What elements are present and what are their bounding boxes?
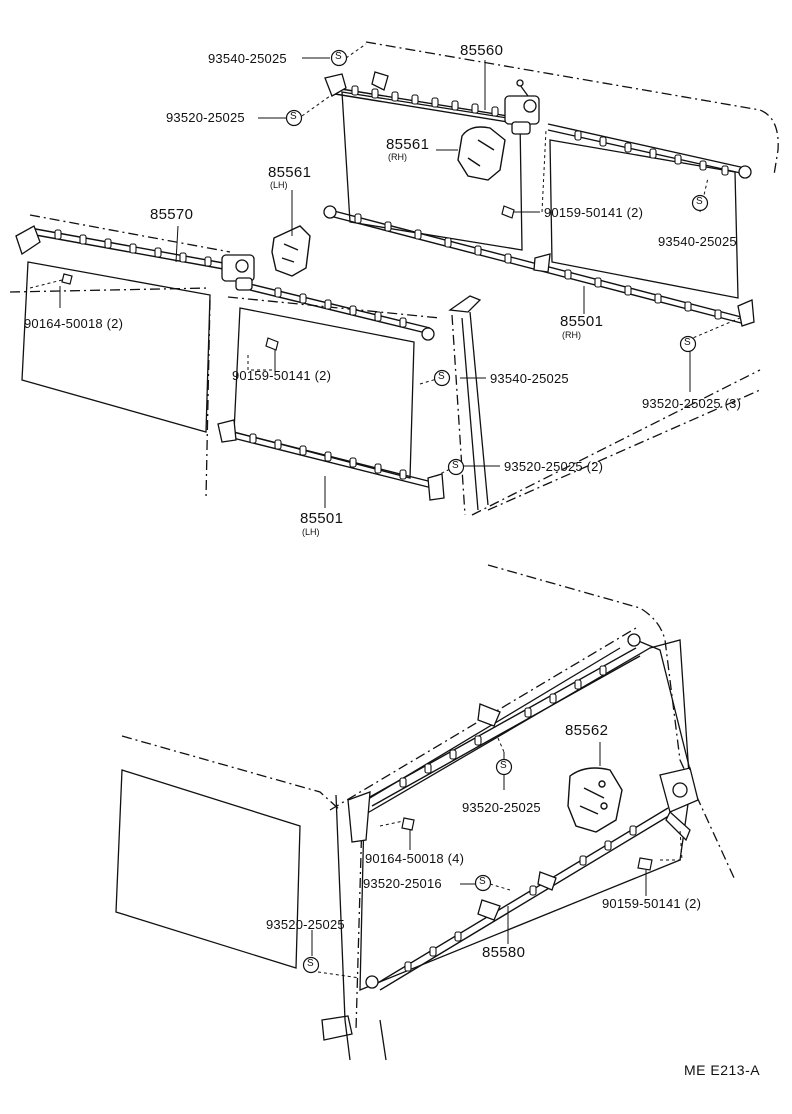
- end-clips-top: [324, 71, 752, 179]
- seal-symbol: S: [696, 196, 703, 207]
- part-label-85561-rh: 85561: [386, 136, 430, 153]
- side-window-panels: [21, 261, 415, 479]
- end-clips-85501-rh: [323, 205, 755, 327]
- seal-symbol: S: [500, 760, 507, 771]
- side-label-lh: (LH): [270, 180, 288, 190]
- part-label-93540-25025: 93540-25025: [658, 234, 737, 249]
- side-label-rh: (RH): [388, 152, 407, 162]
- part-label-90164-50018: 90164-50018 (4): [365, 851, 465, 866]
- cover-85561-lh: [271, 225, 311, 277]
- seal-symbol: S: [684, 337, 691, 348]
- part-label-90159-50141: 90159-50141 (2): [232, 368, 332, 383]
- part-label-90159-50141: 90159-50141 (2): [602, 896, 702, 911]
- cover-85562: [567, 767, 623, 833]
- leader-lines-top: [29, 43, 741, 508]
- diagram-code: ME E213-A: [684, 1062, 761, 1078]
- part-label-85501-lh: 85501: [300, 510, 344, 527]
- part-label-93540-25025: 93540-25025: [208, 51, 287, 66]
- seal-symbol: S: [307, 958, 314, 969]
- seal-symbol: S: [479, 876, 486, 887]
- bottom-body-outline: [121, 564, 736, 1061]
- part-label-85562: 85562: [565, 722, 609, 739]
- seal-symbol: S: [335, 51, 342, 62]
- part-label-93520-25025-qty2: 93520-25025 (2): [504, 459, 604, 474]
- motor-85580: [347, 633, 699, 989]
- part-label-93520-25025: 93520-25025: [166, 110, 245, 125]
- seal-symbol: S: [438, 371, 445, 382]
- rear-side-window: [115, 769, 301, 969]
- top-body-outline: [9, 41, 779, 516]
- part-label-93520-25025: 93520-25025: [266, 917, 345, 932]
- rail-beads-85501-rh: [354, 213, 722, 320]
- rail-beads-85580: [399, 665, 637, 972]
- seal-symbol: S: [452, 460, 459, 471]
- part-label-90164-50018: 90164-50018 (2): [24, 316, 124, 331]
- part-label-85560: 85560: [460, 42, 504, 59]
- seal-symbol: S: [290, 111, 297, 122]
- side-label-lh: (LH): [302, 527, 320, 537]
- cover-85561-rh: [457, 126, 506, 181]
- motor-85570: [15, 225, 435, 341]
- leader-lines-bottom: [311, 737, 683, 979]
- rail-beads-85570: [54, 229, 407, 328]
- rail-85501-lh: [224, 429, 441, 491]
- part-label-93540-25025: 93540-25025: [490, 371, 569, 386]
- part-label-93520-25016: 93520-25016: [363, 876, 442, 891]
- side-label-rh: (RH): [562, 330, 581, 340]
- screws-bottom: [401, 817, 653, 871]
- part-label-93520-25025-qty3: 93520-25025 (3): [642, 396, 742, 411]
- motor-85560: [504, 79, 540, 135]
- part-label-90159-50141: 90159-50141 (2): [544, 205, 644, 220]
- part-label-85580: 85580: [482, 944, 526, 961]
- screws-top: [61, 205, 515, 351]
- rail-85580: [367, 647, 673, 991]
- rail-beads-85501-lh: [249, 433, 407, 480]
- part-label-85561-lh: 85561: [268, 164, 312, 181]
- part-label-85501-rh: 85501: [560, 313, 604, 330]
- part-label-93520-25025: 93520-25025: [462, 800, 541, 815]
- part-label-85570: 85570: [150, 206, 194, 223]
- rear-window-upper: [341, 91, 739, 299]
- seal-circles: [285, 49, 709, 974]
- rail-beads-85560: [351, 85, 729, 176]
